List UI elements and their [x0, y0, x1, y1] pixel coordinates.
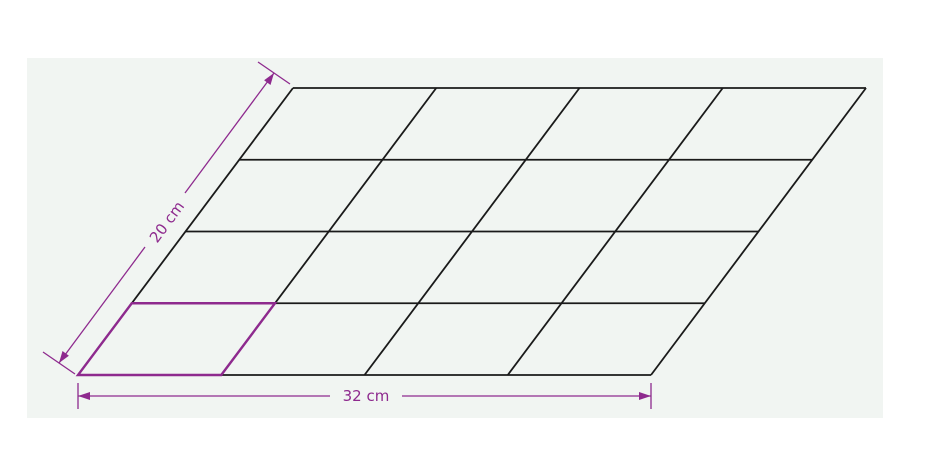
width-arrowhead-left [78, 392, 90, 400]
grid-line-slanted [363, 87, 581, 376]
side-arrowhead-bottom [59, 351, 69, 363]
grid-line-slanted [507, 87, 724, 376]
side-dimension-line-lower [58, 246, 146, 364]
parallelogram-grid [77, 87, 867, 376]
side-dimension-line-upper [184, 72, 275, 194]
width-label: 32 cm [343, 387, 390, 405]
diagram-background [27, 58, 883, 418]
highlighted-cell-group [75, 302, 278, 377]
side-arrowhead-top [264, 73, 274, 85]
highlighted-cell [75, 302, 278, 377]
grid-line-slanted [650, 87, 867, 376]
width-arrowhead-right [639, 392, 651, 400]
